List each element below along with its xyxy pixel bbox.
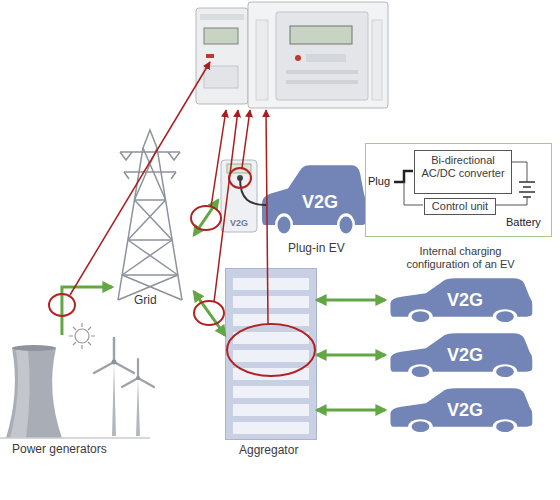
wheel-arch bbox=[275, 213, 293, 236]
wheel-arch bbox=[493, 364, 518, 379]
measurement-arrows bbox=[70, 62, 268, 324]
grid-node: Grid bbox=[112, 128, 194, 310]
wheel-arch bbox=[408, 364, 433, 379]
node-label: Plug-in EV bbox=[288, 242, 368, 256]
wheel bbox=[496, 421, 514, 432]
wheel bbox=[496, 311, 514, 322]
part-label: Battery bbox=[506, 216, 550, 229]
node-label: Aggregator bbox=[239, 444, 317, 458]
wheel bbox=[340, 217, 353, 234]
wheel bbox=[496, 366, 514, 377]
node-label: V2G bbox=[280, 192, 360, 213]
power-flow-arrow bbox=[194, 292, 225, 335]
station-socket bbox=[237, 175, 243, 181]
aggregator-stripe bbox=[233, 404, 309, 416]
station-body bbox=[221, 160, 257, 232]
wheel-arch bbox=[493, 309, 518, 324]
charging-cable bbox=[240, 178, 266, 205]
wheel bbox=[412, 366, 430, 377]
power-flow-arrow bbox=[62, 287, 112, 335]
node-label: V2G bbox=[430, 290, 500, 311]
station-screen bbox=[227, 164, 251, 173]
wheel bbox=[278, 217, 291, 234]
power-flow-arrow bbox=[317, 299, 385, 302]
node-label: V2G bbox=[430, 345, 500, 366]
aggregator-stripe bbox=[233, 278, 309, 290]
node-label: Internal charging configuration of an EV bbox=[388, 245, 533, 270]
power-generators: Power generators bbox=[0, 335, 150, 460]
aggregator: Aggregator bbox=[225, 268, 317, 460]
wheel-arch bbox=[408, 419, 433, 434]
wheel-arch bbox=[408, 309, 433, 324]
power-flow-arrow bbox=[194, 200, 218, 235]
node-label: Power generators bbox=[12, 443, 150, 457]
control-unit-box: Control unit bbox=[424, 198, 496, 215]
ev-car: V2G bbox=[385, 330, 535, 380]
node-label: V2G bbox=[430, 400, 500, 421]
aggregator-stripe bbox=[233, 386, 309, 398]
ev-car: V2G bbox=[385, 385, 535, 435]
aggregator-shape bbox=[225, 268, 317, 440]
wheel bbox=[412, 311, 430, 322]
aggregator-stripe bbox=[233, 368, 309, 380]
ev-car: V2G bbox=[385, 275, 535, 325]
transmission-tower bbox=[118, 130, 182, 300]
node-label: V2G bbox=[220, 218, 258, 228]
power-plant-illustration bbox=[0, 323, 154, 438]
plug-in-ev: V2G Plug-in EV bbox=[258, 160, 368, 258]
aggregator-stripe bbox=[233, 314, 309, 326]
node-label: Grid bbox=[134, 294, 174, 308]
power-flow-arrow bbox=[317, 409, 385, 412]
power-flow-arrow bbox=[317, 353, 385, 356]
aggregator-stripe bbox=[233, 422, 309, 434]
aggregator-stripe bbox=[233, 350, 309, 362]
smart-meter bbox=[196, 2, 388, 108]
charging-station: V2G bbox=[218, 158, 260, 236]
converter-box: Bi-directional AC/DC converter bbox=[414, 150, 512, 194]
node-label: Control unit bbox=[425, 200, 495, 213]
aggregator-body bbox=[226, 269, 317, 440]
node-label: Bi-directional AC/DC converter bbox=[420, 154, 506, 179]
wheel-arch bbox=[493, 419, 518, 434]
part-label: Plug bbox=[368, 175, 398, 188]
wheel-arch bbox=[337, 213, 355, 236]
aggregator-stripe bbox=[233, 332, 309, 344]
wheel bbox=[412, 421, 430, 432]
measurement-circles bbox=[49, 168, 315, 376]
aggregator-stripe bbox=[233, 296, 309, 308]
